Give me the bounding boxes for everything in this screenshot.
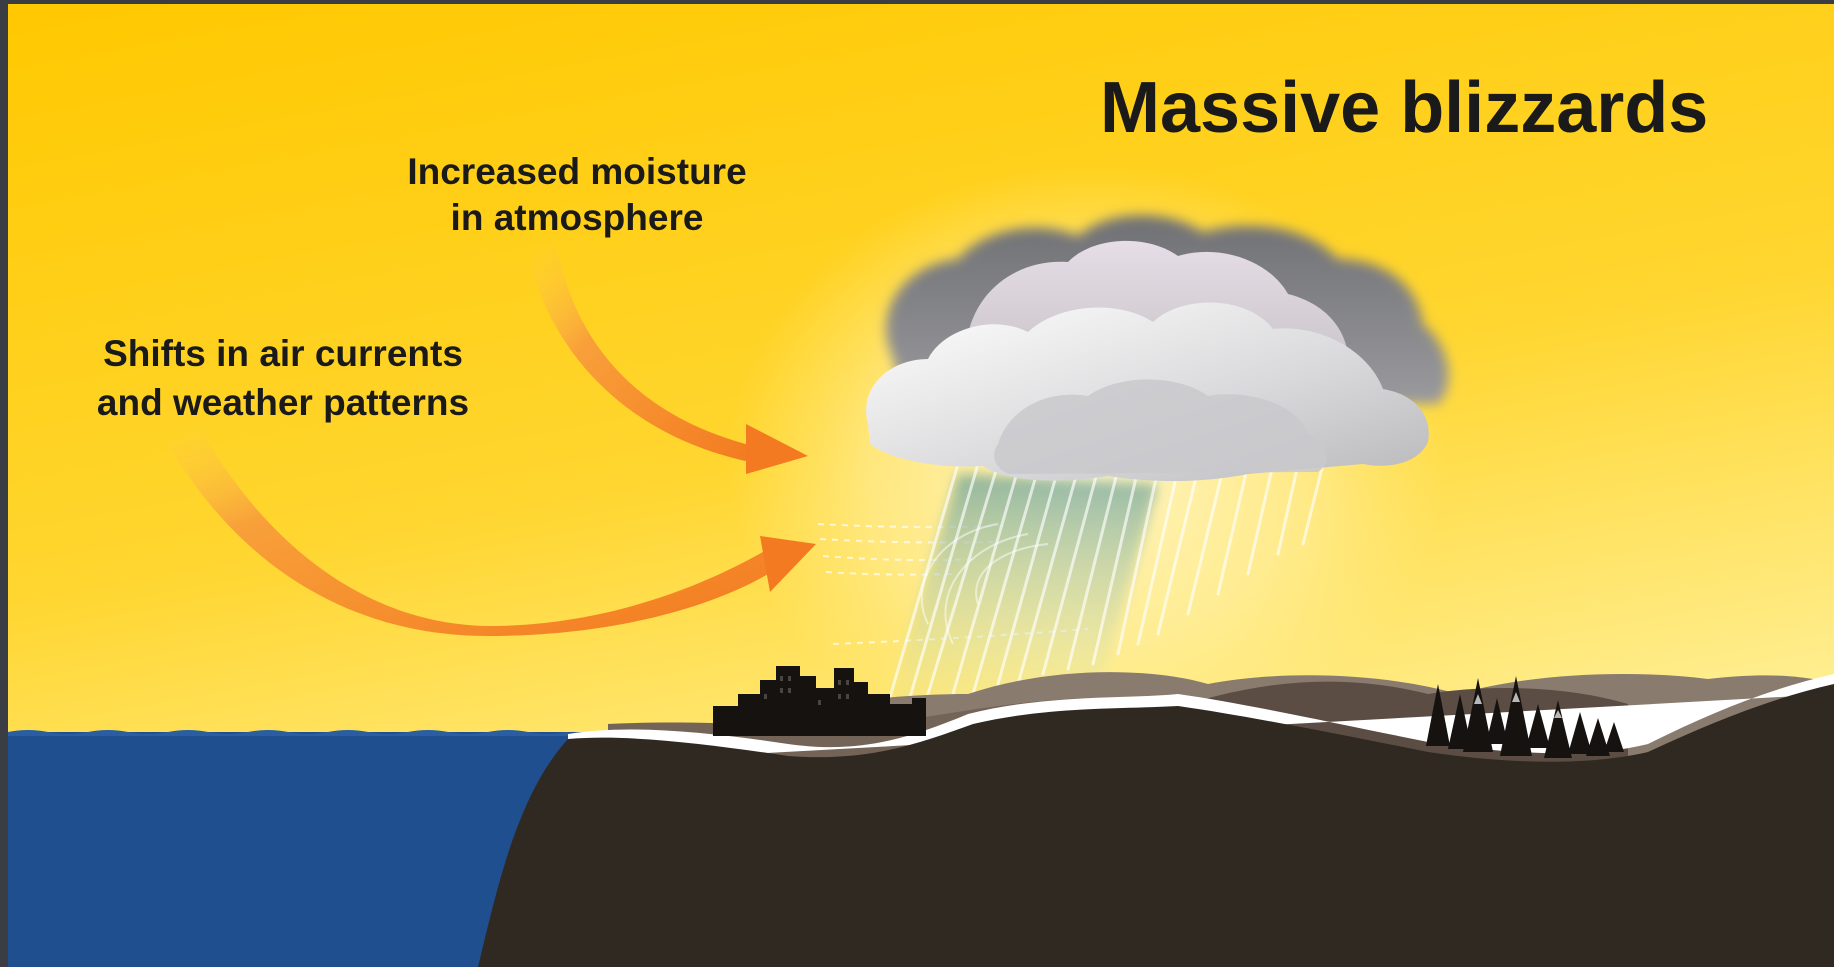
moisture-label-line1: Increased moisture (407, 151, 746, 192)
air-currents-arrow (168, 424, 816, 636)
diagram-canvas: Massive blizzards Increased moisture in … (8, 4, 1834, 967)
moisture-label-line2: in atmosphere (451, 197, 704, 238)
storm-cloud-icon (866, 215, 1449, 482)
air-currents-label-line2: and weather patterns (97, 382, 469, 423)
snowfall-icon (886, 462, 1325, 706)
land-mass (478, 684, 1834, 967)
diagram-title: Massive blizzards (1100, 68, 1708, 148)
ocean-surface (8, 730, 568, 736)
air-currents-label-line1: Shifts in air currents (103, 333, 463, 374)
moisture-arrow (528, 244, 808, 474)
pine-trees-icon (1426, 676, 1624, 758)
blizzard-diagram: Massive blizzards Increased moisture in … (8, 4, 1834, 967)
city-skyline-icon (713, 666, 926, 736)
